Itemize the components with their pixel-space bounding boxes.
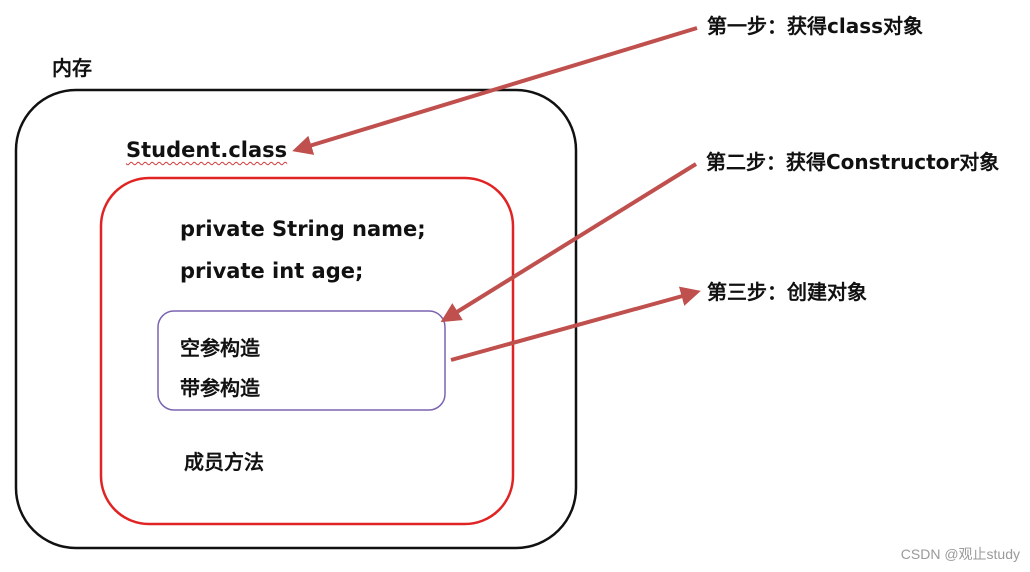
constructor-no-arg-label: 空参构造 xyxy=(180,336,260,360)
step-1-label: 第一步：获得class对象 xyxy=(707,14,924,38)
step-3-label: 第三步：创建对象 xyxy=(707,280,867,304)
step-3-arrow xyxy=(450,286,701,362)
step-2-arrow xyxy=(440,162,698,323)
member-methods-label: 成员方法 xyxy=(184,450,264,474)
class-name-label: Student.class xyxy=(126,138,288,162)
constructor-box xyxy=(157,310,446,411)
field-age-label: private int age; xyxy=(180,259,364,283)
constructor-with-args-label: 带参构造 xyxy=(180,376,260,400)
step-1-arrow xyxy=(292,26,698,155)
class-object-box xyxy=(99,176,515,526)
memory-box xyxy=(14,88,578,550)
watermark: CSDN @观止study xyxy=(900,546,1020,562)
step-2-label: 第二步：获得Constructor对象 xyxy=(706,150,1000,174)
field-name-label: private String name; xyxy=(180,217,426,241)
memory-label: 内存 xyxy=(52,56,92,80)
